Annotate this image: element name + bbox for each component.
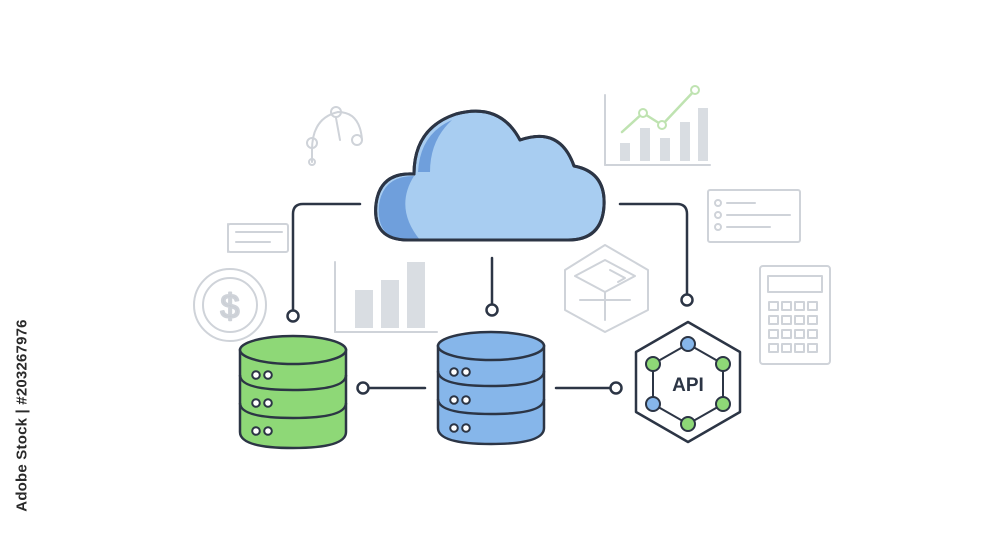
api-node-bottom-right xyxy=(715,396,731,412)
connectors xyxy=(291,202,689,390)
isometric-box-icon xyxy=(564,244,649,333)
api-node-bottom xyxy=(680,416,696,432)
calculator-icon xyxy=(759,265,831,365)
card-icon xyxy=(227,223,289,253)
connector-endpoints xyxy=(286,293,694,395)
blue-database-icon xyxy=(436,330,546,446)
growth-chart-icon xyxy=(604,85,711,166)
api-node-top-left xyxy=(645,356,661,372)
api-node-top xyxy=(680,336,696,352)
connector-cloud-to-api xyxy=(618,202,689,297)
api-label: API xyxy=(672,375,704,396)
api-hexagon-icon: API xyxy=(634,320,742,444)
api-node-bottom-left xyxy=(645,396,661,412)
dollar-sign-icon: $ xyxy=(221,288,240,326)
green-database-icon xyxy=(238,334,348,450)
bar-chart-icon xyxy=(334,261,438,333)
cloud-icon xyxy=(374,109,606,242)
connector-cloud-to-green-db xyxy=(291,202,362,312)
background-icons: $ xyxy=(193,85,831,365)
checklist-icon xyxy=(707,189,801,243)
stock-id-text: Adobe Stock | #203267976 xyxy=(13,318,31,512)
api-node-top-right xyxy=(715,356,731,372)
stock-id-label: Adobe Stock | #203267976 xyxy=(10,300,34,530)
network-nodes-icon xyxy=(306,106,363,166)
dollar-coin-icon xyxy=(193,268,267,342)
